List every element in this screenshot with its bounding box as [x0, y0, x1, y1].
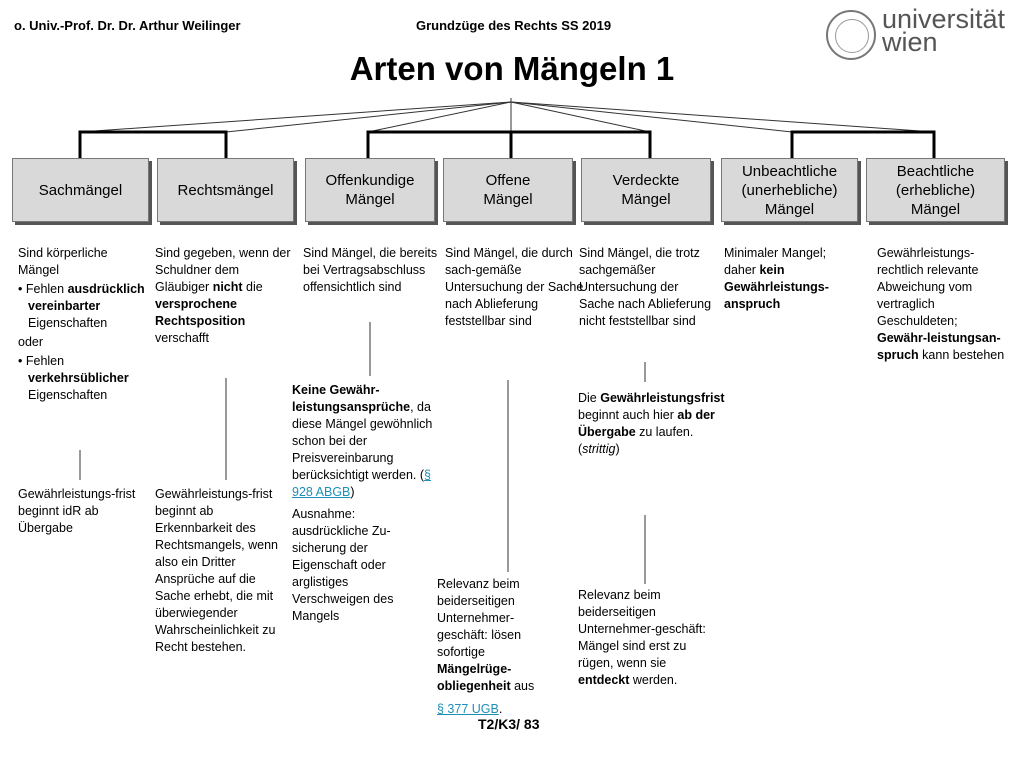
- link-928-abgb[interactable]: § 928 ABGB: [292, 468, 431, 499]
- col4-p2: aus: [510, 679, 535, 693]
- col2-text: Sind gegeben, wenn der Schuldner dem Glä…: [155, 245, 295, 347]
- col1-b2-post: Eigenschaften: [28, 388, 108, 402]
- university-seal-logo: [826, 10, 876, 60]
- col1-intro: Sind körperliche Mängel: [18, 246, 108, 277]
- col5-bottom-bold: entdeckt: [578, 673, 630, 687]
- col6-b1: kein Gewährleistungs-anspruch: [724, 263, 829, 311]
- box-verdeckte-maengel: Verdeckte Mängel: [581, 158, 711, 222]
- col7-p1: Gewährleistungs-rechtlich relevante Abwe…: [877, 246, 979, 328]
- col5-p1: Die: [578, 391, 601, 405]
- col4-p3: .: [498, 702, 503, 716]
- col1-bullet-1: • Fehlen ausdrücklich vereinbarter Eigen…: [18, 282, 145, 330]
- col5-bottom-pre: Relevanz beim beiderseitigen Unternehmer…: [578, 588, 706, 670]
- col2-b2: versprochene Rechtsposition: [155, 297, 246, 328]
- link-377-ugb[interactable]: § 377 UGB: [437, 702, 499, 716]
- box-unbeachtliche-maengel: Unbeachtliche (unerhebliche) Mängel: [721, 158, 858, 222]
- col5-p5: ): [615, 442, 620, 456]
- col3-p2: ): [350, 485, 355, 499]
- col5-intro: Sind Mängel, die trotz sachgemäßer Unter…: [579, 246, 712, 328]
- col6-text: Minimaler Mangel; daher kein Gewährleist…: [724, 245, 852, 313]
- box-offenkundige-maengel: Offenkundige Mängel: [305, 158, 435, 222]
- box-label: Beachtliche (erhebliche) Mängel: [895, 162, 976, 218]
- box-label: Verdeckte Mängel: [612, 172, 680, 208]
- col3-ausnahme: Ausnahme: ausdrückliche Zu-sicherung der…: [292, 507, 394, 623]
- col2-bottom: Gewährleistungs-frist beginnt ab Erkennb…: [155, 487, 278, 654]
- col3-p1: , da diese Mängel gewöhnlich schon bei d…: [292, 400, 433, 482]
- university-logo-text: universität wien: [882, 4, 1006, 57]
- page-title: Arten von Mängeln 1: [349, 50, 675, 87]
- box-offene-maengel: Offene Mängel: [443, 158, 573, 222]
- col1-b1-bold: ausdrücklich vereinbarter: [28, 282, 145, 313]
- col1-b1-pre: Fehlen: [25, 282, 68, 296]
- col5-p2: beginnt auch hier: [578, 408, 678, 422]
- box-label: Offenkundige Mängel: [325, 172, 415, 208]
- box-rechtsmaengel: Rechtsmängel: [157, 158, 294, 222]
- col5-p3: zu laufen.: [635, 425, 694, 439]
- col5-b2: ab der Übergabe: [578, 408, 715, 439]
- col5-p4: (: [578, 442, 583, 456]
- col5-text: Die Gewährleistungsfrist beginnt auch hi…: [578, 390, 750, 458]
- col1-b2-bold: verkehrsüblicher: [28, 371, 129, 385]
- col5-bottom: Relevanz beim beiderseitigen Unternehmer…: [578, 587, 718, 689]
- col1-b2-pre: Fehlen: [25, 354, 65, 368]
- col2-p2: die: [242, 280, 263, 294]
- box-beachtliche-maengel: Beachtliche (erhebliche) Mängel: [866, 158, 1005, 222]
- author-header: o. Univ.-Prof. Dr. Dr. Arthur Weilinger: [14, 18, 241, 33]
- col3-b1: Keine Gewähr-leistungsansprüche: [292, 383, 411, 414]
- col2-b1: nicht: [212, 280, 243, 294]
- col2-p3: verschafft: [155, 331, 209, 345]
- course-header: Grundzüge des Rechts SS 2019: [416, 18, 612, 33]
- col3-intro: Sind Mängel, die bereits bei Vertragsabs…: [303, 246, 438, 294]
- col7-text: Gewährleistungs-rechtlich relevante Abwe…: [877, 245, 1005, 364]
- col4-text: Relevanz beim beiderseitigen Unternehmer…: [437, 576, 537, 718]
- logo-line-1: universität: [882, 4, 1006, 34]
- col3-text: Keine Gewähr-leistungsansprüche, da dies…: [292, 382, 437, 625]
- col5-i1: strittig: [582, 442, 616, 456]
- box-sachmaengel: Sachmängel: [12, 158, 149, 222]
- col4-intro: Sind Mängel, die durch sach-gemäße Unter…: [445, 246, 584, 328]
- col7-b1: Gewähr-leistungsan-spruch: [877, 331, 1001, 362]
- col4-b1: Mängelrüge-obliegenheit: [437, 662, 512, 693]
- col6-p1: Minimaler Mangel; daher: [724, 246, 827, 277]
- col1-oder: oder: [18, 335, 44, 349]
- box-label: Offene Mängel: [483, 172, 533, 208]
- box-label: Unbeachtliche (unerhebliche) Mängel: [741, 162, 838, 218]
- col4-p1: Relevanz beim beiderseitigen Unternehmer…: [437, 577, 522, 659]
- col5-bottom-post: werden.: [629, 673, 678, 687]
- col1-b1-post: Eigenschaften: [28, 316, 108, 330]
- slide-number: T2/K3/ 83: [478, 716, 540, 732]
- logo-line-2: wien: [882, 27, 938, 57]
- col5-b1: Gewährleistungsfrist: [600, 391, 725, 405]
- col1-bullet-2: • Fehlen verkehrsüblicher Eigenschaften: [18, 354, 129, 402]
- col1-text: Sind körperliche Mängel • Fehlen ausdrüc…: [18, 245, 148, 404]
- col7-p2: kann bestehen: [918, 348, 1005, 362]
- col1-bottom: Gewährleistungs-frist beginnt idR ab Übe…: [18, 487, 136, 535]
- col2-p1: Sind gegeben, wenn der Schuldner dem Glä…: [155, 246, 291, 294]
